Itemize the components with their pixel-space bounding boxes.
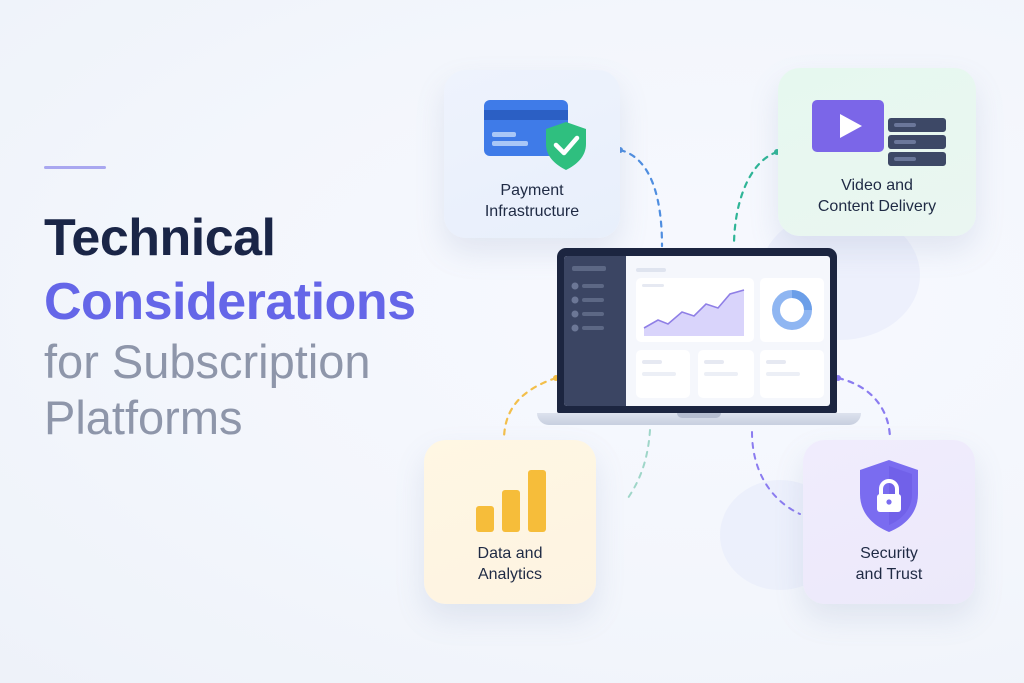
- connector-payment: [618, 148, 664, 248]
- laptop-dashboard-icon: [537, 248, 861, 434]
- laptop-notch: [677, 413, 721, 418]
- card-label-line: Data and: [477, 545, 543, 562]
- page-title: Technical Considerations for Subscriptio…: [44, 206, 416, 446]
- title-line-1: Technical: [44, 209, 276, 267]
- card-label-line: Payment: [500, 182, 564, 199]
- card-payment-infrastructure: Payment Infrastructure: [444, 70, 620, 238]
- title-line-3: for Subscription: [44, 335, 371, 388]
- connector-security-lower: [751, 431, 801, 515]
- laptop-bezel: [557, 248, 837, 413]
- title-line-4: Platforms: [44, 391, 243, 444]
- bar-chart-icon: [476, 470, 546, 532]
- dashboard-graphics: [571, 266, 824, 398]
- laptop-screen: [564, 256, 830, 406]
- card-label: Data and Analytics: [424, 543, 596, 585]
- card-video-content-delivery: Video and Content Delivery: [778, 68, 976, 236]
- shield-lock-icon: [860, 460, 918, 532]
- card-security-trust: Security and Trust: [803, 440, 975, 604]
- card-label-line: and Trust: [855, 566, 923, 583]
- card-label: Payment Infrastructure: [444, 180, 620, 222]
- connector-video: [732, 150, 779, 248]
- card-data-analytics: Data and Analytics: [424, 440, 596, 604]
- connector-security: [836, 376, 892, 442]
- connector-data-lower: [627, 429, 651, 499]
- card-label-line: Security: [860, 545, 918, 562]
- card-label: Security and Trust: [803, 543, 975, 585]
- card-label: Video and Content Delivery: [778, 175, 976, 217]
- accent-line: [44, 166, 106, 169]
- laptop-base: [537, 413, 861, 425]
- credit-card-shield-icon: [484, 100, 586, 170]
- card-label-line: Content Delivery: [817, 198, 937, 215]
- video-server-icon: [812, 100, 946, 166]
- card-label-line: Video and: [841, 177, 913, 194]
- title-line-2: Considerations: [44, 273, 416, 331]
- card-label-line: Infrastructure: [484, 203, 580, 220]
- connector-data: [502, 376, 558, 442]
- card-label-line: Analytics: [477, 566, 543, 583]
